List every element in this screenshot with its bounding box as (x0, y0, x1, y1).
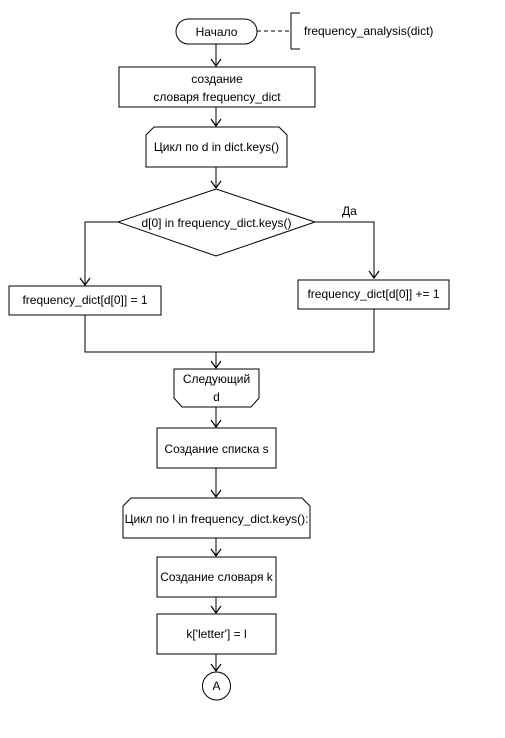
annotation-label: frequency_analysis(dict) (304, 24, 433, 38)
increment-process: frequency_dict[d[0]] += 1 (297, 279, 450, 310)
assign-one-label: frequency_dict[d[0]] = 1 (22, 293, 147, 307)
decision-label: d[0] in frequency_dict.keys() (141, 216, 291, 230)
create-k-process: Создание словаря k (156, 556, 277, 598)
loop1-end-line1: Следующий (183, 372, 250, 386)
assign-letter-label: k['letter'] = l (186, 627, 246, 641)
loop1-end-line2: d (213, 390, 220, 404)
start-label: Начало (196, 25, 238, 39)
decision-node: d[0] in frequency_dict.keys() (116, 188, 317, 257)
create-dict-process: создание словаря frequency_dict (118, 66, 316, 108)
assign-letter-process: k['letter'] = l (156, 613, 277, 655)
loop1-label: Цикл по d in dict.keys() (154, 140, 279, 154)
assign-one-process: frequency_dict[d[0]] = 1 (8, 285, 162, 316)
loop1-end: Следующий d (173, 368, 260, 408)
start-node: Начало (175, 18, 258, 45)
loop2-label: Цикл по l in frequency_dict.keys(): (125, 512, 309, 526)
yes-label: Да (342, 204, 357, 218)
loop2-start: Цикл по l in frequency_dict.keys(): (122, 497, 311, 539)
connector-a: A (202, 671, 231, 701)
connector-label: A (212, 679, 220, 693)
function-annotation: frequency_analysis(dict) (257, 12, 433, 50)
create-list-process: Создание списка s (156, 427, 277, 469)
loop1-start: Цикл по d in dict.keys() (145, 126, 288, 168)
create-k-label: Создание словаря k (160, 570, 274, 584)
increment-label: frequency_dict[d[0]] += 1 (307, 287, 439, 301)
create-list-label: Создание списка s (164, 442, 268, 456)
create-dict-line1: создание (191, 72, 243, 86)
create-dict-line2: словаря frequency_dict (153, 90, 281, 104)
